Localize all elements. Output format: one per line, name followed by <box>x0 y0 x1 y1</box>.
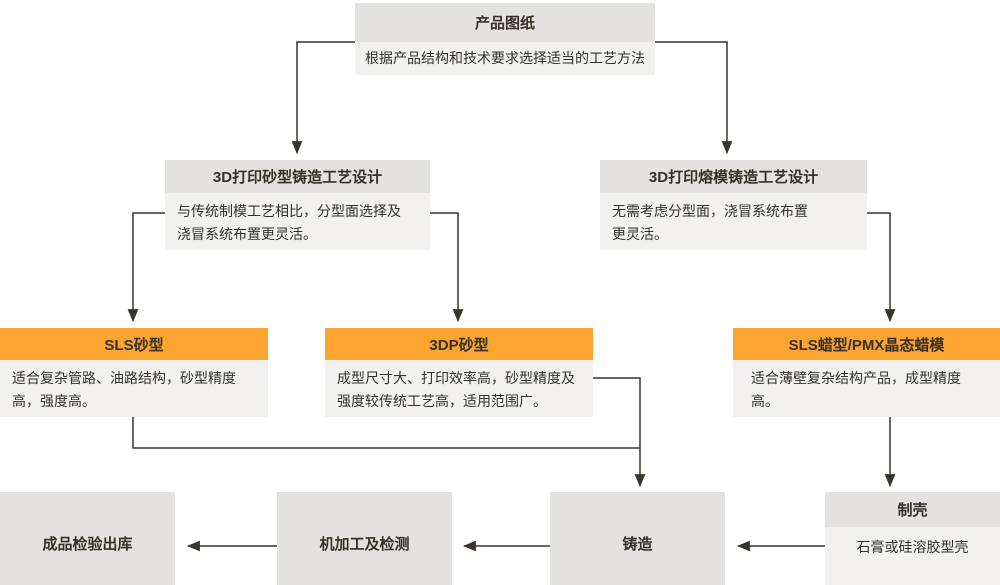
node-3dp-sand-mold-title: 3DP砂型 <box>325 328 593 360</box>
node-sls-sand-mold: SLS砂型 适合复杂管路、油路结构，砂型精度 高，强度高。 <box>0 328 268 417</box>
node-sand-casting-design: 3D打印砂型铸造工艺设计 与传统制模工艺相比，分型面选择及 浇冒系统布置更灵活。 <box>165 160 430 250</box>
node-machining-testing: 机加工及检测 <box>277 492 452 585</box>
node-shell-making-title: 制壳 <box>825 492 1000 527</box>
node-product-drawing: 产品图纸 根据产品结构和技术要求选择适当的工艺方法 <box>355 3 655 75</box>
node-investment-casting-design-desc: 无需考虑分型面，浇冒系统布置 更灵活。 <box>600 193 867 250</box>
node-product-drawing-title: 产品图纸 <box>355 3 655 42</box>
node-sls-sand-mold-title: SLS砂型 <box>0 328 268 360</box>
node-sls-wax-pattern-title: SLS蜡型/PMX晶态蜡模 <box>733 328 1000 360</box>
node-investment-casting-design-title: 3D打印熔模铸造工艺设计 <box>600 160 867 193</box>
node-3dp-sand-mold: 3DP砂型 成型尺寸大、打印效率高，砂型精度及 强度较传统工艺高，适用范围广。 <box>325 328 593 417</box>
node-3dp-sand-mold-desc: 成型尺寸大、打印效率高，砂型精度及 强度较传统工艺高，适用范围广。 <box>325 360 593 417</box>
node-sand-casting-design-desc: 与传统制模工艺相比，分型面选择及 浇冒系统布置更灵活。 <box>165 193 430 250</box>
node-sand-casting-design-title: 3D打印砂型铸造工艺设计 <box>165 160 430 193</box>
node-investment-casting-design: 3D打印熔模铸造工艺设计 无需考虑分型面，浇冒系统布置 更灵活。 <box>600 160 867 250</box>
node-casting: 铸造 <box>550 492 725 585</box>
node-product-drawing-desc: 根据产品结构和技术要求选择适当的工艺方法 <box>355 42 655 75</box>
node-sls-sand-mold-desc: 适合复杂管路、油路结构，砂型精度 高，强度高。 <box>0 360 268 417</box>
node-sls-wax-pattern-desc: 适合薄壁复杂结构产品，成型精度高。 <box>733 360 1000 417</box>
node-final-inspection: 成品检验出库 <box>0 492 175 585</box>
node-shell-making-desc: 石膏或硅溶胶型壳 <box>825 527 1000 585</box>
node-sls-wax-pattern: SLS蜡型/PMX晶态蜡模 适合薄壁复杂结构产品，成型精度高。 <box>733 328 1000 417</box>
node-shell-making: 制壳 石膏或硅溶胶型壳 <box>825 492 1000 585</box>
